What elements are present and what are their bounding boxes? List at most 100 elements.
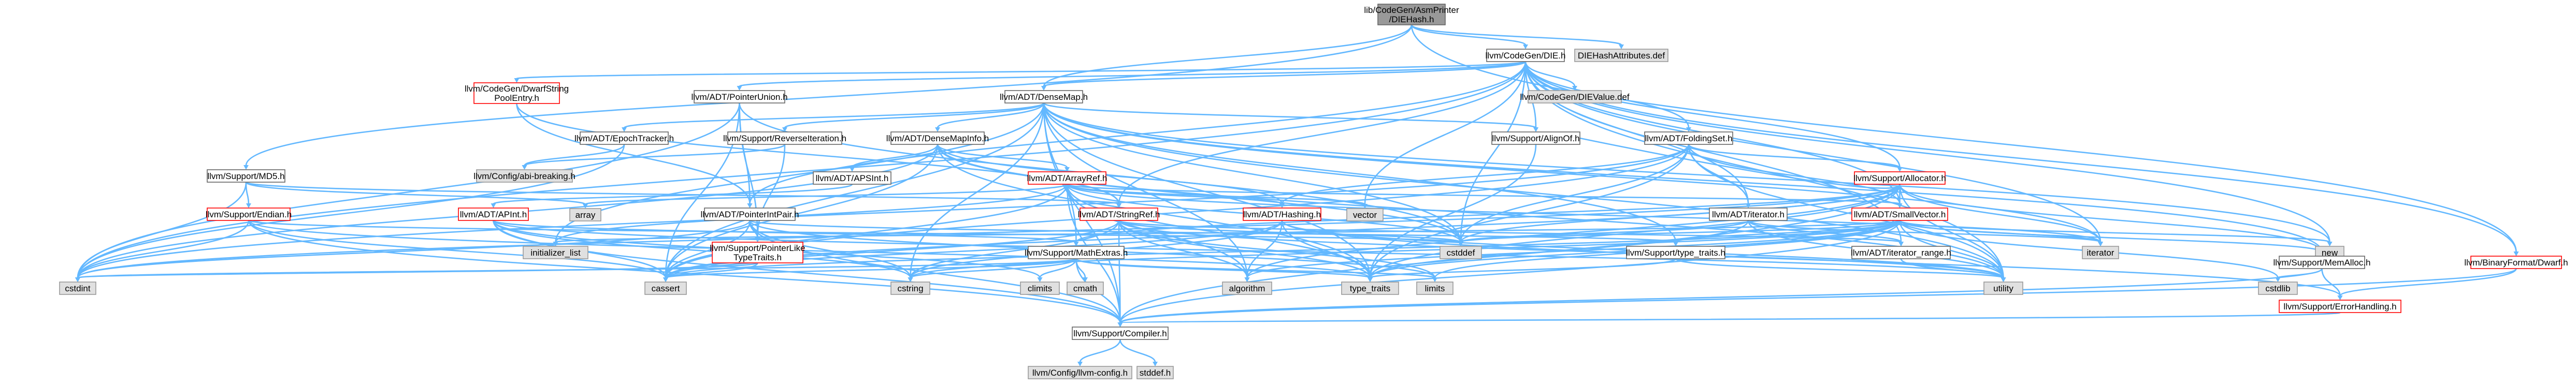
node-climits: climits — [1020, 282, 1060, 295]
edge-smallvector-to-utility — [1899, 220, 2004, 278]
edge-compiler-to-llvmconfig — [1079, 339, 1121, 363]
node-label: llvm/Support/PointerLike — [710, 243, 805, 253]
edge-endian-to-cstddef — [248, 219, 1462, 243]
node-box — [1626, 246, 1725, 259]
node-iteratorrange[interactable]: llvm/ADT/iterator_range.h — [1851, 246, 1951, 259]
node-box — [1528, 90, 1622, 103]
edge-die-to-pointerintpair — [749, 61, 1527, 204]
edge-foldingset-to-allocator — [1688, 144, 1901, 169]
edge-arrowhead — [243, 165, 249, 170]
node-densemapinfo[interactable]: llvm/ADT/DenseMapInfo.h — [886, 131, 989, 145]
node-label: llvm/ADT/APSInt.h — [816, 173, 889, 183]
edge-md5-to-array — [245, 181, 586, 205]
node-binaryformat[interactable]: llvm/BinaryFormat/Dwarf.h — [2464, 256, 2568, 269]
node-label: cstring — [897, 284, 923, 293]
edge-md5-to-cstdint — [77, 182, 247, 278]
edge-arrowhead — [782, 127, 787, 132]
node-box — [476, 169, 573, 183]
edge-root-to-die — [1411, 24, 1527, 46]
edge-root-to-diehashattr — [1411, 24, 1622, 46]
node-label: cassert — [652, 284, 680, 293]
node-arrayref[interactable]: llvm/ADT/ArrayRef.h — [1027, 171, 1107, 185]
node-box — [207, 169, 285, 183]
node-box — [1491, 131, 1580, 145]
edge-arrowhead — [1897, 203, 1903, 208]
node-box — [1222, 282, 1272, 295]
node-typetraitsh[interactable]: llvm/Support/type_traits.h — [1626, 246, 1725, 259]
node-smallvector[interactable]: llvm/ADT/SmallVector.h — [1851, 208, 1948, 221]
edge-compiler-to-stddef — [1119, 339, 1156, 363]
edge-alignof-to-typetraits — [1369, 144, 1537, 278]
node-errorhandling[interactable]: llvm/Support/ErrorHandling.h — [2279, 300, 2401, 313]
edge-endian-to-typetraits — [248, 220, 1371, 279]
node-box — [2279, 300, 2401, 313]
edge-arrowhead — [75, 277, 80, 282]
node-stringref[interactable]: llvm/ADT/StringRef.h — [1078, 208, 1160, 221]
node-densemap[interactable]: llvm/ADT/DenseMap.h — [1000, 90, 1088, 103]
node-label: climits — [1028, 284, 1052, 293]
edge-allocator-to-typetraits — [1369, 184, 1901, 278]
edge-arrowhead — [1244, 277, 1250, 282]
node-label: cstdint — [65, 284, 90, 293]
node-label: lib/CodeGen/AsmPrinter — [1364, 5, 1459, 15]
node-label: llvm/Support/MathExtras.h — [1025, 248, 1128, 258]
edge-arrowhead — [935, 127, 940, 132]
node-box — [1243, 208, 1321, 221]
node-memalloc[interactable]: llvm/Support/MemAlloc.h — [2273, 256, 2371, 269]
node-allocator[interactable]: llvm/Support/Allocator.h — [1853, 171, 1946, 185]
node-md5[interactable]: llvm/Support/MD5.h — [207, 169, 285, 183]
edge-densemap-to-new — [1043, 102, 2330, 243]
node-label: llvm/CodeGen/DIE.h — [1486, 51, 1566, 61]
node-compiler[interactable]: llvm/Support/Compiler.h — [1072, 327, 1169, 340]
node-label: llvm/ADT/StringRef.h — [1078, 210, 1160, 219]
node-alignof[interactable]: llvm/Support/AlignOf.h — [1491, 131, 1580, 145]
node-apint[interactable]: llvm/ADT/APInt.h — [458, 208, 529, 221]
edge-arrowhead — [1619, 45, 1624, 49]
edge-arrowhead — [1533, 127, 1538, 132]
node-root[interactable]: lib/CodeGen/AsmPrinter/DIEHash.h — [1364, 4, 1459, 25]
node-label: DIEHashAttributes.def — [1578, 51, 1665, 61]
node-label: type_traits — [1350, 284, 1390, 293]
edge-densemapinfo-to-arrayref — [937, 144, 1068, 169]
edge-md5-to-stringref — [245, 181, 1120, 205]
edge-apint-to-cstring — [493, 220, 911, 278]
node-hashing[interactable]: llvm/ADT/Hashing.h — [1243, 208, 1321, 221]
node-box — [1080, 208, 1158, 221]
edge-arrowhead — [747, 203, 753, 208]
node-foldingset[interactable]: llvm/ADT/FoldingSet.h — [1644, 131, 1733, 145]
node-apsint[interactable]: llvm/ADT/APSInt.h — [813, 171, 891, 185]
node-label: iterator — [2087, 248, 2114, 258]
edge-stringref-to-compiler — [1118, 220, 1121, 323]
edge-arrowhead — [2513, 251, 2519, 256]
node-box — [2082, 246, 2119, 259]
node-pointerintpair[interactable]: llvm/ADT/PointerIntPair.h — [701, 208, 799, 221]
edge-die-to-pointerunion — [739, 61, 1527, 87]
node-epochtracker[interactable]: llvm/ADT/EpochTracker.h — [574, 131, 674, 145]
node-mathextras[interactable]: llvm/Support/MathExtras.h — [1025, 246, 1128, 259]
node-pointerunion[interactable]: llvm/ADT/PointerUnion.h — [691, 90, 788, 103]
node-label: llvm/Support/ErrorHandling.h — [2283, 302, 2396, 312]
node-box — [473, 82, 560, 104]
edge-arrowhead — [1116, 203, 1121, 208]
edge-die-to-dwarfstring — [516, 61, 1527, 80]
edge-typetraitsh-to-typetraits — [1369, 258, 1677, 279]
edge-arrowhead — [1432, 277, 1437, 282]
node-endian[interactable]: llvm/Support/Endian.h — [206, 208, 292, 221]
node-iterator[interactable]: llvm/ADT/iterator.h — [1709, 208, 1788, 221]
node-die[interactable]: llvm/CodeGen/DIE.h — [1486, 49, 1566, 62]
edge-dwarfstring-to-pointerintpair — [516, 103, 751, 204]
node-label: algorithm — [1229, 284, 1265, 293]
node-reverseiteration[interactable]: llvm/Support/ReverseIteration.h — [723, 131, 846, 145]
node-label: llvm/ADT/DenseMapInfo.h — [886, 134, 989, 143]
node-box — [1486, 49, 1565, 62]
node-stddef: stddef.h — [1136, 366, 1174, 379]
node-box — [2258, 282, 2298, 295]
edge-die-to-stringref — [1118, 61, 1527, 204]
node-box — [1341, 282, 1399, 295]
edge-mathextras-to-cstdint — [77, 258, 1077, 279]
node-box — [569, 208, 601, 221]
edge-apsint-to-apint — [493, 183, 853, 205]
node-label: llvm/Config/llvm-config.h — [1032, 368, 1128, 378]
